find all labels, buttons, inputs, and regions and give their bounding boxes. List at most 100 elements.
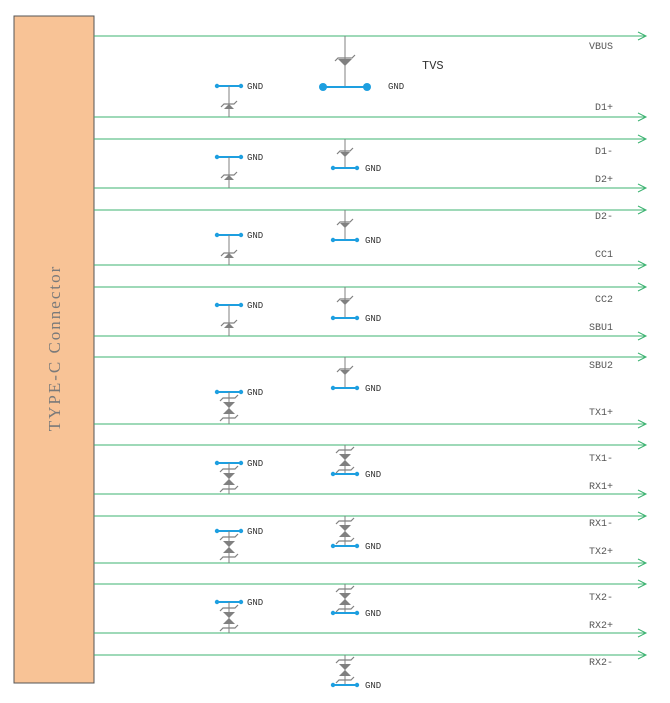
arrow-head <box>637 134 648 144</box>
gnd-label: GND <box>247 153 263 163</box>
zener-bar <box>335 605 355 613</box>
zener-bar <box>219 624 239 632</box>
arrow-head <box>637 419 648 429</box>
diode-triangle <box>223 612 235 618</box>
ground-node <box>330 237 336 243</box>
net-label: RX2+ <box>589 621 613 632</box>
diode-triangle <box>339 664 351 670</box>
arrow-head <box>637 628 648 638</box>
diode-triangle <box>339 460 351 466</box>
ground-node <box>214 302 220 308</box>
net-label: D2- <box>595 212 613 223</box>
signal-line-tx1-minusplus: TX1+ <box>94 408 648 429</box>
zener-bar <box>219 394 239 402</box>
zener-bar <box>336 218 354 226</box>
arrow-head <box>637 205 648 215</box>
ground-node <box>214 154 220 160</box>
net-label: SBU1 <box>589 323 613 334</box>
ground-node <box>354 543 360 549</box>
gnd-label: GND <box>365 384 381 394</box>
diode-triangle <box>224 175 234 180</box>
ground-node <box>354 682 360 688</box>
net-label: CC1 <box>595 250 613 261</box>
tvs-diode-bidirectional: GND <box>330 584 381 619</box>
zener-bar <box>335 466 355 474</box>
tvs-diode-unidirectional: GND <box>330 210 381 246</box>
diode-triangle <box>223 402 235 408</box>
ground-node <box>238 528 244 534</box>
gnd-label: GND <box>247 527 263 537</box>
diode-triangle <box>338 59 352 66</box>
diode-triangle <box>339 593 351 599</box>
gnd-label: GND <box>365 164 381 174</box>
zener-bar <box>335 676 355 684</box>
diode-triangle <box>340 370 350 375</box>
net-label: RX2- <box>589 658 613 669</box>
ground-node <box>214 83 220 89</box>
net-label: TX2- <box>589 593 613 604</box>
ground-node <box>238 302 244 308</box>
zener-bar <box>219 485 239 493</box>
tvs-diode-unidirectional: GND <box>319 36 404 92</box>
ground-node <box>330 385 336 391</box>
arrow-head <box>637 282 648 292</box>
tvs-diode-unidirectional: GND <box>330 139 381 174</box>
ground-node <box>363 83 371 91</box>
ground-node <box>238 460 244 466</box>
gnd-label: GND <box>247 301 263 311</box>
diode-triangle <box>339 670 351 676</box>
signal-line-d2-minus: D2- <box>94 205 648 223</box>
tvs-diode-unidirectional: GND <box>214 153 263 188</box>
ground-node <box>330 543 336 549</box>
net-label: VBUS <box>589 42 613 53</box>
net-label: TX1+ <box>589 408 613 419</box>
tvs-diode-bidirectional: GND <box>330 655 381 691</box>
ground-node <box>354 385 360 391</box>
arrow-head <box>637 579 648 589</box>
gnd-label: GND <box>247 388 263 398</box>
zener-bar <box>219 604 239 612</box>
signal-line-tx1-minus: TX1- <box>94 440 648 465</box>
ground-node <box>214 599 220 605</box>
ground-node <box>238 232 244 238</box>
gnd-label: GND <box>365 236 381 246</box>
arrow-head <box>637 650 648 660</box>
net-label: CC2 <box>595 295 613 306</box>
arrow-head <box>637 260 648 270</box>
zener-bar <box>220 171 238 179</box>
zener-bar <box>220 319 238 327</box>
ground-node <box>354 610 360 616</box>
net-label: D2+ <box>595 175 613 186</box>
ground-node <box>330 471 336 477</box>
zener-bar <box>219 414 239 422</box>
tvs-diode-bidirectional: GND <box>214 459 263 494</box>
net-label: RX1+ <box>589 482 613 493</box>
zener-bar <box>336 365 354 373</box>
signal-line-rx1-minusplus: RX1+ <box>94 482 648 499</box>
signal-line-sbu1: SBU1 <box>94 323 648 341</box>
net-label: TX1- <box>589 454 613 465</box>
tvs-diode-unidirectional: GND <box>214 82 263 117</box>
signal-line-cc1: CC1 <box>94 250 648 270</box>
zener-bar <box>336 295 354 303</box>
gnd-label: GND <box>365 681 381 691</box>
zener-bar <box>219 553 239 561</box>
zener-bar <box>335 446 355 454</box>
ground-node <box>354 165 360 171</box>
arrow-head <box>637 489 648 499</box>
arrow-head <box>637 511 648 521</box>
gnd-label: GND <box>247 82 263 92</box>
gnd-label: GND <box>388 82 404 92</box>
signal-line-vbus: VBUS <box>94 31 648 53</box>
zener-bar <box>219 465 239 473</box>
ground-node <box>214 232 220 238</box>
arrow-head <box>637 440 648 450</box>
signal-line-cc2: CC2 <box>94 282 648 306</box>
diode-triangle <box>224 104 234 109</box>
diode-triangle <box>224 253 234 258</box>
gnd-label: GND <box>365 470 381 480</box>
gnd-label: GND <box>247 598 263 608</box>
diode-triangle <box>223 547 235 553</box>
type-c-connector-body <box>13 15 95 684</box>
tvs-diode-bidirectional: GND <box>330 516 381 552</box>
